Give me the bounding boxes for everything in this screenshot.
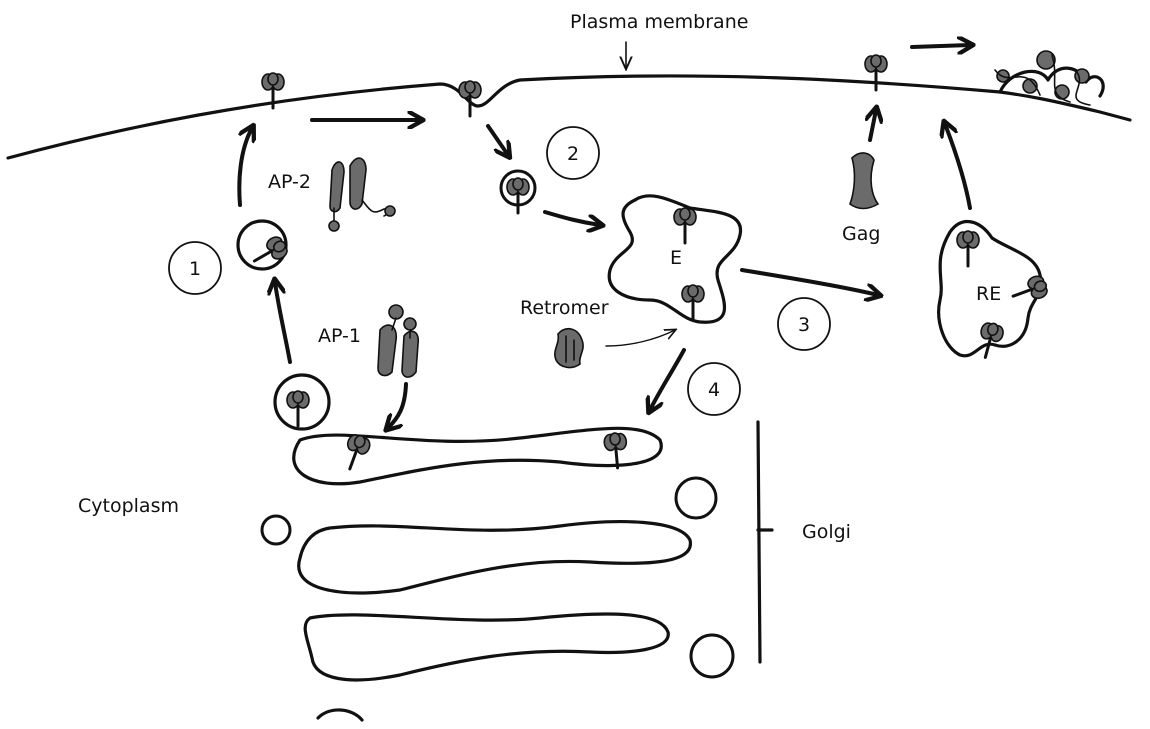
- arrow-to-membrane: [237, 128, 252, 207]
- svg-text:1: 1: [189, 258, 201, 280]
- recycling-endosome-label: RE: [976, 283, 1001, 305]
- budding-virions: [994, 50, 1105, 106]
- arrow-re-to-membrane: [945, 124, 972, 210]
- arrow-retromer: [605, 330, 675, 347]
- plasma-membrane-label: Plasma membrane: [570, 11, 748, 33]
- budding-arrow: [910, 45, 970, 47]
- golgi-apparatus: [260, 426, 735, 722]
- arrow-endosome-to-golgi: [650, 348, 686, 410]
- svg-text:4: 4: [708, 379, 720, 401]
- golgi-bracket: [756, 420, 774, 664]
- ap2-label: AP-2: [268, 171, 311, 193]
- cytoplasm-label: Cytoplasm: [78, 495, 179, 517]
- ap1-complex: [377, 304, 420, 378]
- vesicle-from-golgi: [273, 373, 331, 431]
- membrane-protein-pit: [457, 79, 483, 118]
- vesicle-ap2-route: [236, 219, 292, 273]
- arrow-endocytosis: [486, 124, 508, 155]
- pathway-marker-2: 2: [546, 126, 600, 180]
- retromer-label: Retromer: [520, 297, 609, 319]
- ap2-complex: [328, 157, 396, 232]
- gag-label: Gag: [842, 223, 880, 245]
- pathway-marker-1: 1: [168, 241, 222, 295]
- vesicle-endocytic: [499, 169, 537, 215]
- golgi-label: Golgi: [802, 521, 851, 543]
- ap1-label: AP-1: [318, 325, 361, 347]
- retromer-complex: [554, 327, 584, 369]
- arrow-endosome-to-re: [740, 268, 878, 295]
- arrow-to-endosome: [543, 210, 600, 225]
- endosome: [607, 194, 743, 324]
- pathway-marker-3: 3: [777, 297, 831, 351]
- arrow-gag-to-membrane: [870, 110, 876, 142]
- endosome-label: E: [670, 247, 682, 269]
- arrow-ap1-to-golgi: [388, 382, 408, 428]
- recycling-endosome: [937, 220, 1052, 362]
- gag-protein: [849, 152, 880, 210]
- svg-text:2: 2: [567, 143, 579, 165]
- svg-text:3: 3: [798, 314, 810, 336]
- pathway-marker-4: 4: [687, 362, 741, 416]
- arrow-golgi-to-vesicle: [275, 282, 292, 364]
